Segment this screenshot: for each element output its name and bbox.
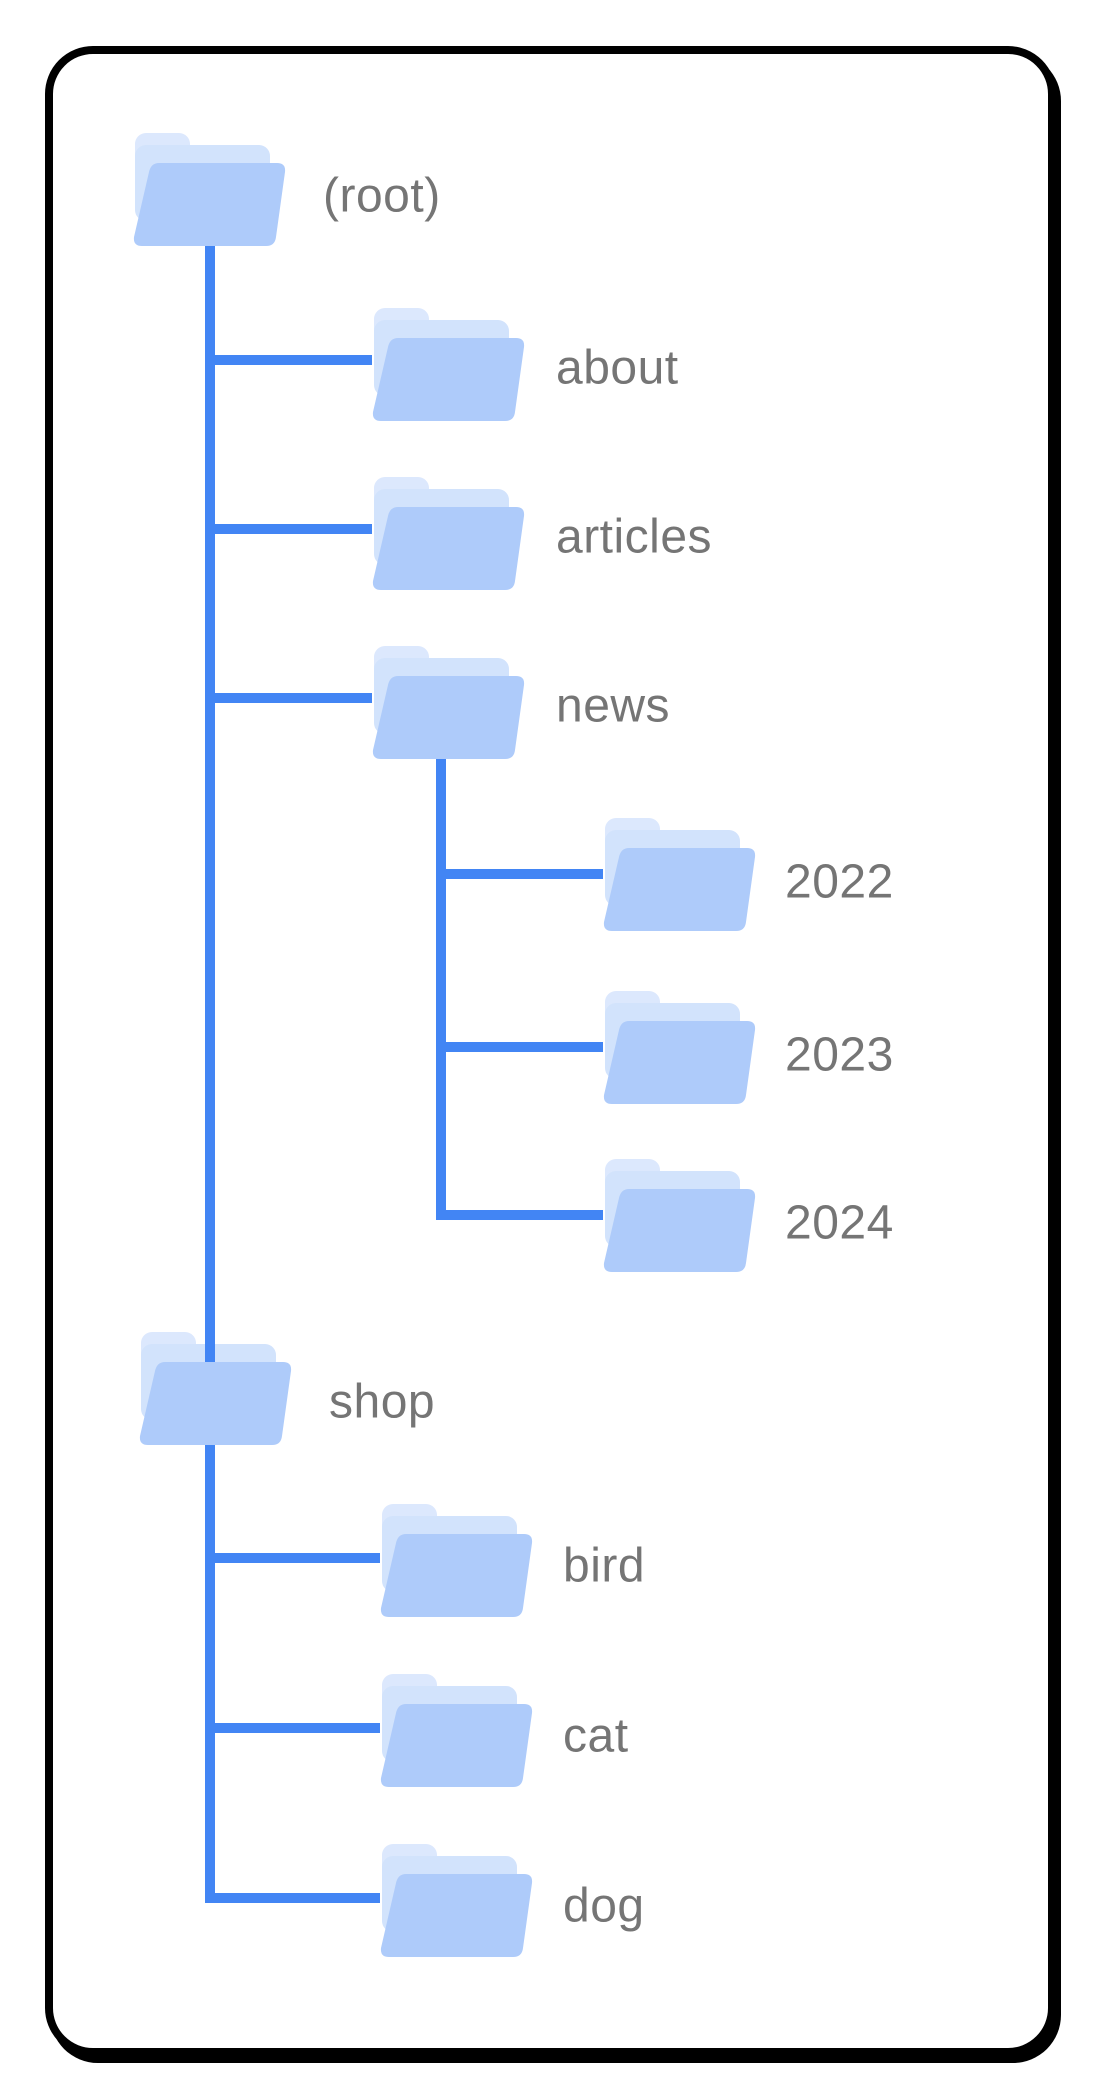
folder-icon-dog bbox=[380, 1844, 533, 1957]
tree-line-branch-2024 bbox=[441, 1210, 603, 1220]
folder-icon-shop bbox=[139, 1362, 292, 1445]
label-bird: bird bbox=[563, 1539, 646, 1593]
label-about: about bbox=[556, 341, 679, 395]
folder-icon-about bbox=[372, 308, 525, 421]
tree-line-branch-articles bbox=[210, 524, 372, 534]
tree-line-root-trunk bbox=[205, 245, 215, 1903]
label-2022: 2022 bbox=[785, 855, 894, 909]
folder-icon-2022 bbox=[603, 818, 756, 931]
folder-icon-2024 bbox=[603, 1159, 756, 1272]
tree-line-news-trunk bbox=[436, 758, 446, 1220]
tree-line-branch-2022 bbox=[441, 869, 603, 879]
label-dog: dog bbox=[563, 1879, 645, 1933]
label-2023: 2023 bbox=[785, 1028, 894, 1082]
folder-icon-root bbox=[133, 133, 286, 246]
folder-icon-cat bbox=[380, 1674, 533, 1787]
folder-icon-2023 bbox=[603, 991, 756, 1104]
label-news: news bbox=[556, 679, 671, 733]
label-shop: shop bbox=[329, 1375, 436, 1429]
tree-line-branch-2023 bbox=[441, 1042, 603, 1052]
folder-icon-bird bbox=[380, 1504, 533, 1617]
tree-line-branch-dog bbox=[210, 1893, 380, 1903]
label-cat: cat bbox=[563, 1709, 629, 1763]
tree-line-branch-news bbox=[210, 693, 372, 703]
tree-line-branch-about bbox=[210, 355, 372, 365]
label-articles: articles bbox=[556, 510, 713, 564]
folder-icon-articles bbox=[372, 477, 525, 590]
tree-line-branch-cat bbox=[210, 1723, 380, 1733]
tree-line-branch-bird bbox=[210, 1553, 380, 1563]
label-root: (root) bbox=[323, 169, 441, 223]
label-2024: 2024 bbox=[785, 1196, 894, 1250]
folder-icon-news bbox=[372, 646, 525, 759]
